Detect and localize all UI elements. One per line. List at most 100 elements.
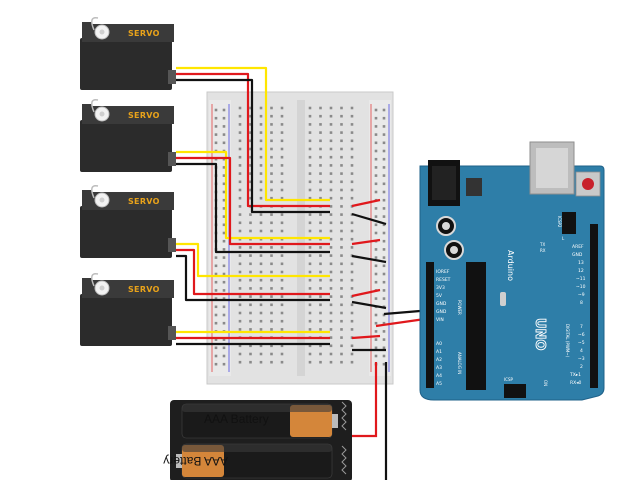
power-wire-2 xyxy=(176,156,330,246)
breadboard-hole xyxy=(259,278,263,282)
breadboard-hole xyxy=(340,295,343,298)
breadboard-hole xyxy=(280,237,284,241)
breadboard-hole xyxy=(308,254,312,257)
breadboard-hole xyxy=(329,180,333,184)
breadboard-hole xyxy=(238,139,242,143)
breadboard-hole xyxy=(350,295,354,298)
breadboard-hole xyxy=(270,360,273,364)
breadboard-hole xyxy=(259,196,263,200)
breadboard-hole xyxy=(308,147,312,151)
breadboard-hole xyxy=(280,287,284,290)
breadboard-hole xyxy=(249,246,252,249)
breadboard-hole xyxy=(329,164,333,167)
breadboard-hole xyxy=(308,164,312,167)
breadboard-hole xyxy=(329,147,333,151)
breadboard-hole xyxy=(222,166,226,169)
breadboard-hole xyxy=(222,297,226,300)
breadboard-hole xyxy=(238,131,242,134)
breadboard-hole xyxy=(340,155,343,159)
breadboard-hole xyxy=(319,287,322,290)
pin-label: ~5 xyxy=(578,340,585,346)
pin-label: GND xyxy=(436,301,447,307)
breadboard-hole xyxy=(329,213,333,216)
breadboard-hole xyxy=(329,106,333,110)
breadboard-hole xyxy=(249,287,252,290)
breadboard-hole xyxy=(259,114,263,118)
breadboard-hole xyxy=(374,116,378,120)
breadboard-hole xyxy=(340,180,343,184)
breadboard-hole xyxy=(374,248,378,251)
servo-label: SERVO xyxy=(128,197,160,206)
breadboard-hole xyxy=(382,346,386,350)
breadboard-hole xyxy=(238,114,242,118)
breadboard-hole xyxy=(238,237,242,241)
breadboard-hole xyxy=(340,254,343,257)
breadboard-hole xyxy=(382,362,386,366)
breadboard-hole xyxy=(238,270,242,274)
breadboard-hole xyxy=(308,295,312,298)
breadboard-hole xyxy=(280,328,284,331)
breadboard-hole xyxy=(319,319,322,323)
breadboard-hole xyxy=(374,125,378,128)
breadboard-hole xyxy=(259,295,263,298)
breadboard-hole xyxy=(350,328,354,331)
breadboard-hole xyxy=(340,246,343,249)
breadboard-hole xyxy=(340,344,343,348)
breadboard-hole xyxy=(382,108,386,112)
breadboard-hole xyxy=(340,164,343,167)
breadboard-hole xyxy=(350,237,354,241)
breadboard-hole xyxy=(222,182,226,186)
breadboard-hole xyxy=(319,180,322,184)
power-header: IOREF RESET 3V3 5V GND GND VIN xyxy=(436,269,451,323)
breadboard-hole xyxy=(214,280,218,284)
breadboard-hole xyxy=(222,346,226,350)
breadboard-hole xyxy=(249,131,252,134)
breadboard-hole xyxy=(222,198,226,202)
breadboard-hole xyxy=(270,147,273,151)
breadboard-hole xyxy=(270,221,273,225)
breadboard-hole xyxy=(329,155,333,159)
breadboard-hole xyxy=(308,221,312,225)
breadboard-hole xyxy=(249,278,252,282)
breadboard-hole xyxy=(280,131,284,134)
breadboard-hole xyxy=(340,237,343,241)
breadboard-hole xyxy=(340,106,343,110)
breadboard-hole xyxy=(308,229,312,233)
breadboard-hole xyxy=(259,303,263,307)
breadboard-hole xyxy=(259,106,263,110)
breadboard-hole xyxy=(329,360,333,364)
breadboard-hole xyxy=(280,254,284,257)
breadboard-hole xyxy=(374,313,378,317)
battery-cell-top-label: AAA Battery xyxy=(204,412,269,426)
breadboard-hole xyxy=(319,229,322,233)
breadboard-hole xyxy=(238,229,242,233)
breadboard-hole xyxy=(382,157,386,161)
icsp-label: ICSP xyxy=(504,377,514,382)
breadboard-hole xyxy=(280,123,284,126)
breadboard-hole xyxy=(270,164,273,167)
breadboard-hole xyxy=(222,174,226,177)
pin-label: 3V3 xyxy=(436,285,445,291)
breadboard-hole xyxy=(238,147,242,151)
breadboard-hole xyxy=(319,155,322,159)
breadboard-hole xyxy=(350,114,354,118)
breadboard-hole xyxy=(238,123,242,126)
breadboard-hole xyxy=(259,172,263,175)
breadboard-hole xyxy=(280,106,284,110)
breadboard-hole xyxy=(222,362,226,366)
breadboard-hole xyxy=(308,319,312,323)
breadboard-hole xyxy=(238,106,242,110)
pin-label: GND xyxy=(436,309,447,315)
breadboard-hole xyxy=(374,108,378,112)
breadboard-hole xyxy=(374,264,378,268)
breadboard-hole xyxy=(382,330,386,333)
on-led-label: ON xyxy=(543,380,548,386)
breadboard-hole xyxy=(329,205,333,208)
breadboard-hole xyxy=(280,262,284,266)
breadboard-hole xyxy=(374,231,378,235)
servo-motor-4: SERVO xyxy=(80,273,176,346)
breadboard-hole xyxy=(222,272,226,276)
power-wire-3 xyxy=(176,248,330,296)
breadboard-hole xyxy=(329,254,333,257)
breadboard-hole xyxy=(319,139,322,143)
